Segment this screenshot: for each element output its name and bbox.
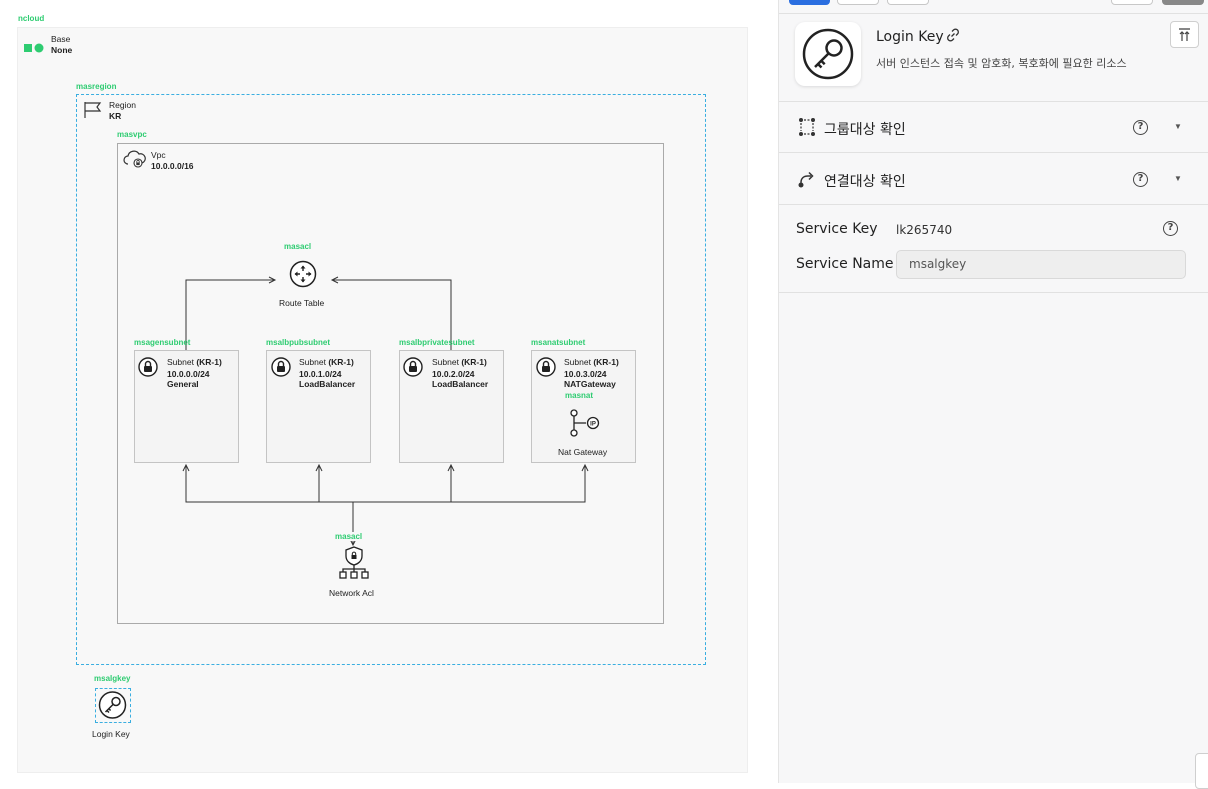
root-label: ncloud <box>18 14 45 23</box>
subnet-name: msagensubnet <box>134 338 191 347</box>
property-panel: Login Key 서버 인스턴스 접속 및 암호화, 복호화에 필요한 리소스… <box>778 0 1208 789</box>
login-key-node[interactable] <box>95 688 131 723</box>
region-name: masregion <box>76 82 117 91</box>
login-key-name: msalgkey <box>94 674 131 683</box>
network-acl-name: masacl <box>334 532 364 541</box>
toolbar-button[interactable] <box>887 0 929 5</box>
link-icon[interactable] <box>945 27 961 48</box>
region-container[interactable] <box>76 94 706 665</box>
panel-title: Login Key <box>876 29 944 45</box>
chevron-down-icon[interactable]: ▼ <box>1174 174 1182 183</box>
group-check-label: 그룹대상 확인 <box>824 122 906 138</box>
network-acl-icon[interactable] <box>338 546 370 585</box>
base-type-label: Base <box>51 34 71 44</box>
flag-icon <box>83 101 103 124</box>
lock-icon <box>536 357 556 382</box>
svg-text:IP: IP <box>590 422 596 428</box>
base-value: None <box>51 45 73 55</box>
route-table-icon[interactable] <box>289 260 317 293</box>
nat-label: Nat Gateway <box>558 447 608 457</box>
key-icon <box>98 691 127 719</box>
subnet-header: Subnet (KR-1) <box>167 357 222 367</box>
subnet-cidr: 10.0.3.0/24 <box>564 369 607 379</box>
nat-gateway-icon[interactable]: IP <box>569 409 601 442</box>
group-bracket-icon <box>798 117 816 142</box>
lock-icon <box>271 357 291 382</box>
vpc-cidr: 10.0.0.0/16 <box>151 161 194 171</box>
subnet-cidr: 10.0.0.0/24 <box>167 369 210 379</box>
divider <box>779 13 1208 14</box>
collapse-top-icon <box>1179 28 1190 41</box>
panel-corner-button[interactable] <box>1195 753 1208 789</box>
nat-name: masnat <box>565 391 594 400</box>
toolbar-dark-button[interactable] <box>1162 0 1204 5</box>
subnet-kind: General <box>167 379 199 389</box>
connector-lines <box>182 276 589 547</box>
diagram-canvas[interactable]: ncloud Base None masregion Region KR mas… <box>0 0 760 783</box>
panel-description: 서버 인스턴스 접속 및 암호화, 복호화에 필요한 리소스 <box>876 57 1127 70</box>
subnet-header: Subnet (KR-1) <box>432 357 487 367</box>
subnet-kind: NATGateway <box>564 379 616 389</box>
divider <box>779 152 1208 153</box>
chevron-down-icon[interactable]: ▼ <box>1174 122 1182 131</box>
service-key-value: lk265740 <box>896 223 953 237</box>
region-value: KR <box>109 111 122 121</box>
subnet-kind: LoadBalancer <box>432 379 489 389</box>
vpc-name: masvpc <box>117 130 147 139</box>
route-table-label: Route Table <box>279 298 325 308</box>
lock-icon <box>403 357 423 382</box>
subnet-header: Subnet (KR-1) <box>299 357 354 367</box>
subnet-name: msalbprivatesubnet <box>399 338 475 347</box>
help-icon[interactable]: ? <box>1133 120 1148 135</box>
resource-icon-tile <box>795 22 861 86</box>
base-icon <box>24 40 46 58</box>
collapse-top-button[interactable] <box>1170 21 1199 48</box>
subnet-cidr: 10.0.2.0/24 <box>432 369 475 379</box>
login-key-label: Login Key <box>92 729 130 739</box>
route-table-name: masacl <box>284 242 312 251</box>
cloud-lock-icon <box>123 150 147 173</box>
subnet-box-general[interactable] <box>134 350 239 463</box>
subnet-header: Subnet (KR-1) <box>564 357 619 367</box>
lock-icon <box>138 357 158 382</box>
help-icon[interactable]: ? <box>1163 221 1178 236</box>
toolbar-button[interactable] <box>837 0 879 5</box>
subnet-name: msanatsubnet <box>531 338 586 347</box>
divider <box>779 204 1208 205</box>
help-icon[interactable]: ? <box>1133 172 1148 187</box>
key-icon <box>802 28 854 80</box>
service-key-label: Service Key <box>796 221 878 237</box>
subnet-kind: LoadBalancer <box>299 379 356 389</box>
region-type-label: Region <box>109 100 136 110</box>
subnet-cidr: 10.0.1.0/24 <box>299 369 342 379</box>
link-check-label: 연결대상 확인 <box>824 174 906 190</box>
toolbar-button[interactable] <box>1111 0 1153 5</box>
service-name-field[interactable]: msalgkey <box>896 250 1186 279</box>
network-acl-label: Network Acl <box>329 588 374 598</box>
divider <box>779 101 1208 102</box>
toolbar-primary-button[interactable] <box>789 0 830 5</box>
subnet-name: msalbpubsubnet <box>266 338 331 347</box>
vpc-type-label: Vpc <box>151 150 166 160</box>
divider <box>779 292 1208 293</box>
service-name-label: Service Name <box>796 256 894 272</box>
route-arrow-icon <box>798 169 816 194</box>
